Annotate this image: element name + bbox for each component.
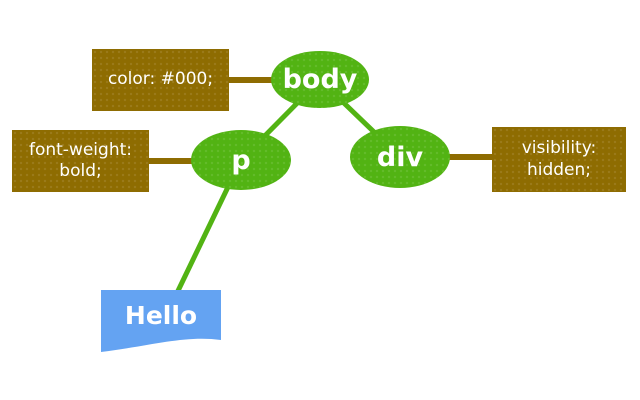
rule-line: visibility: [521, 138, 597, 159]
rule-box-color: color: #000; [92, 49, 229, 111]
rule-line: font-weight: [28, 139, 132, 160]
node-body: body [271, 51, 369, 108]
rule-line: bold; [59, 161, 102, 181]
rule-line: color: #000; [107, 69, 214, 90]
rule-box-font-weight: font-weight: bold; [12, 130, 149, 192]
node-label: body [282, 64, 358, 95]
hello-text-node-flag [101, 290, 221, 352]
node-div: div [350, 126, 450, 188]
node-label: div [376, 141, 424, 173]
rule-box-visibility: visibility: hidden; [492, 127, 626, 192]
text-node-hello: Hello [124, 301, 198, 330]
node-p: p [191, 130, 291, 190]
rule-line: hidden; [526, 159, 592, 180]
node-label: p [231, 144, 251, 176]
